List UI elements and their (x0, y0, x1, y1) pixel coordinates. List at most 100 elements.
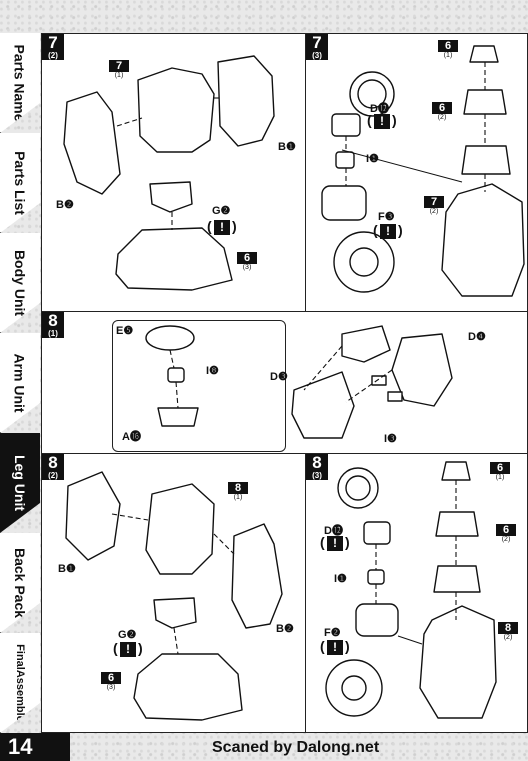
warning-bracket: ) (138, 640, 143, 656)
divider (42, 311, 527, 312)
divider (305, 453, 306, 733)
warning-icon: ! (380, 224, 396, 239)
warning-icon: ! (327, 640, 343, 655)
part-f2 (355, 603, 399, 637)
part-label: F❷ (324, 627, 341, 639)
ref-step: 6(1) (438, 40, 458, 60)
part-label: G❷ (212, 205, 231, 217)
foot-base (133, 653, 243, 721)
warning-bracket: ) (345, 638, 350, 654)
tab-label: Arm Unit (12, 352, 28, 413)
armor-plate-b2 (231, 523, 283, 629)
tab-label: Body Unit (12, 249, 29, 316)
part-label: G❷ (118, 629, 137, 641)
part-label: D⓬ (324, 525, 343, 537)
part-d12 (331, 113, 361, 137)
instruction-panel: 7(2) 7(3) 8(1) 8(2) 8(3) 7(1) 6(3) 6(1) … (41, 33, 528, 733)
armor-plate-b1 (217, 55, 275, 147)
tab-label: Leg Unit (12, 454, 28, 511)
scan-credit: Scaned by Dalong.net (212, 739, 380, 756)
part-label: D❹ (468, 331, 486, 343)
hip-joint-block (145, 483, 215, 575)
part-g2 (153, 597, 197, 629)
part-label: D⓬ (370, 103, 389, 115)
warning-bracket: ( (320, 638, 325, 654)
foot-base (115, 227, 233, 291)
part-label: D❸ (270, 371, 288, 383)
cylinder-top (469, 45, 499, 63)
warning-icon: ! (214, 220, 230, 235)
tab-label: Parts Name (12, 43, 29, 122)
warning-bracket: ) (398, 222, 403, 238)
part-f3 (321, 185, 367, 221)
tab-label: Back Pack (12, 547, 28, 618)
part-label: B❷ (56, 199, 74, 211)
divider (42, 453, 527, 454)
part-label: B❷ (276, 623, 294, 635)
cylinder-top (441, 461, 471, 481)
step-7-2-label: 7(2) (42, 34, 64, 60)
warning-icon: ! (120, 642, 136, 657)
part-label: B❶ (58, 563, 76, 575)
part-d3 (291, 371, 355, 439)
divider (305, 34, 306, 311)
part-i1 (367, 569, 385, 585)
assembly-diagram (63, 45, 525, 721)
tab-parts-list[interactable]: Parts List (0, 133, 40, 233)
tab-label: FinalAssemble (14, 643, 27, 722)
ref-step: 6(1) (490, 462, 510, 482)
tab-parts-name[interactable]: Parts Name (0, 33, 40, 133)
part-a16 (157, 407, 199, 427)
part-e5 (145, 325, 195, 351)
part-label: B❶ (278, 141, 296, 153)
warning-bracket: ) (232, 218, 237, 234)
warning-icon: ! (327, 536, 343, 551)
step-8-1-label: 8(1) (42, 312, 64, 338)
section-tabs: Parts Name Parts List Body Unit Arm Unit… (0, 33, 40, 733)
tab-leg-unit[interactable]: Leg Unit (0, 433, 40, 533)
warning-bracket: ) (345, 534, 350, 550)
armor-plate-b2 (63, 91, 121, 195)
ref-step: 8(1) (228, 482, 248, 502)
warning-icon: ! (374, 114, 390, 129)
part-label: F❸ (378, 211, 395, 223)
hip-joint-block (137, 67, 215, 153)
part-i1 (335, 151, 355, 169)
ref-step: 6(2) (496, 524, 516, 544)
ref-step: 6(3) (101, 672, 121, 692)
part-d12 (363, 521, 391, 545)
step-7-3-label: 7(3) (306, 34, 328, 60)
page-number: 14 (0, 733, 70, 761)
ref-step: 7(1) (109, 60, 129, 80)
tab-arm-unit[interactable]: Arm Unit (0, 333, 40, 433)
part-label: A⓰ (122, 431, 141, 443)
part-i8 (167, 367, 185, 383)
leg-assembly (419, 605, 497, 719)
tab-back-pack[interactable]: Back Pack (0, 533, 40, 633)
armor-plate-b1 (65, 471, 121, 561)
ref-step: 6(3) (237, 252, 257, 272)
part-label: I❶ (366, 153, 379, 165)
ref-step: 8(2) (498, 622, 518, 642)
warning-bracket: ( (373, 222, 378, 238)
warning-bracket: ( (113, 640, 118, 656)
tab-body-unit[interactable]: Body Unit (0, 233, 40, 333)
warning-bracket: ( (207, 218, 212, 234)
part-i3 (371, 375, 387, 386)
warning-bracket: ( (320, 534, 325, 550)
part-label: E❺ (116, 325, 134, 337)
leg-assembly (441, 183, 525, 297)
part-label: I❸ (384, 433, 397, 445)
tab-final-assemble[interactable]: FinalAssemble (0, 633, 40, 733)
warning-bracket: ( (367, 112, 372, 128)
part-label: I❶ (334, 573, 347, 585)
part-d4-top (341, 325, 391, 363)
part-g2 (149, 181, 193, 213)
ref-step: 7(2) (424, 196, 444, 216)
ref-step: 6(2) (432, 102, 452, 122)
part-label: I❽ (206, 365, 219, 377)
warning-bracket: ) (392, 112, 397, 128)
subassembly-inset (112, 320, 286, 452)
tab-label: Parts List (12, 150, 28, 215)
